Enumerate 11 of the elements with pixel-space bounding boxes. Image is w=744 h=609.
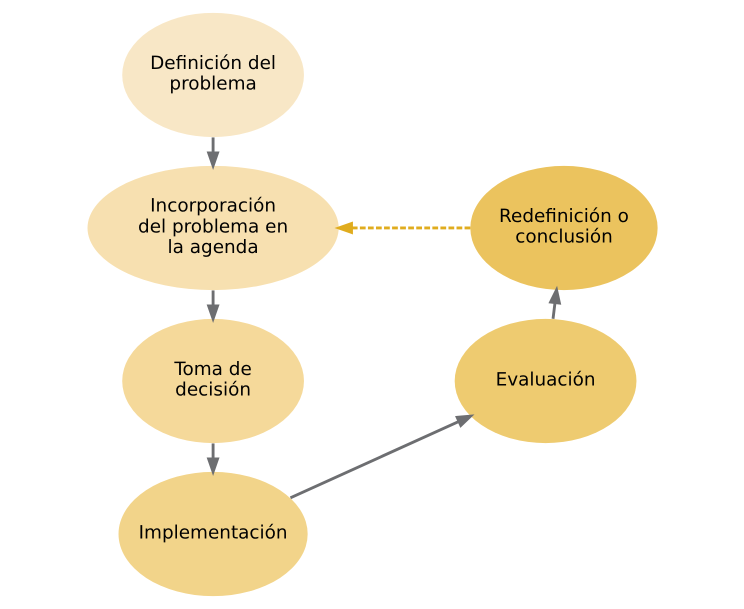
- node-ellipse: Incorporación del problema en la agenda: [87, 166, 338, 290]
- node-ellipse: Implementación: [118, 472, 308, 596]
- node-ellipse: Toma de decisión: [122, 318, 304, 444]
- arrow: [206, 290, 220, 323]
- node-ellipse: Definición del problema: [122, 12, 304, 138]
- arrow: [206, 443, 220, 476]
- arrow: [206, 137, 220, 170]
- arrow: [289, 414, 474, 500]
- arrow: [548, 286, 561, 319]
- arrow: [334, 222, 470, 234]
- node-ellipse: Redefinición o conclusión: [470, 166, 658, 290]
